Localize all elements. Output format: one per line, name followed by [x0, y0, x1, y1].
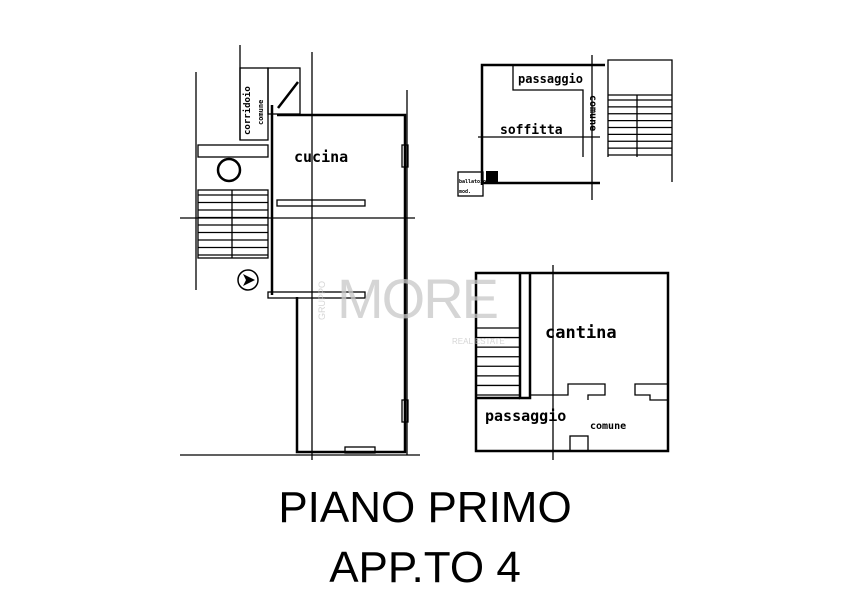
stair-diagonal [277, 81, 299, 109]
door [569, 435, 589, 452]
common-label: comune [587, 95, 598, 131]
staircase-bottom-right [476, 327, 520, 396]
watermark-brand: MORE [337, 267, 497, 330]
wall [634, 383, 668, 401]
flue [486, 171, 498, 183]
balcony-box [457, 171, 484, 197]
corridor-common-label: comune [257, 100, 265, 125]
passage-label: passaggio [518, 72, 583, 86]
passage-label: passaggio [485, 407, 566, 425]
watermark-sub: REAL ESTATE [452, 337, 505, 346]
wall [197, 144, 269, 158]
plan-left: cucina corridoio comune [180, 45, 420, 460]
partition-wall [267, 291, 366, 299]
window [401, 399, 409, 423]
caption-floor: PIANO PRIMO [278, 483, 572, 532]
partition-wall [276, 199, 366, 207]
corridor-box [239, 67, 269, 141]
wall [480, 63, 605, 185]
window [401, 144, 409, 168]
room-label-attic: soffitta [500, 123, 563, 138]
balcony-label: ballatoio [459, 179, 486, 185]
room-label-cellar: cantina [545, 323, 617, 343]
chimney-symbol [216, 157, 242, 183]
plan-top-right: passaggio soffitta comune ballatoio mod. [457, 55, 673, 200]
watermark-logo: GRUPPO MORE REAL ESTATE [317, 267, 505, 346]
watermark-small: GRUPPO [317, 281, 327, 320]
wall [277, 113, 407, 454]
passage-wall [512, 65, 584, 157]
staircase-top-right [607, 59, 673, 182]
entrance-arrow-icon [237, 269, 259, 291]
common-label: comune [590, 421, 626, 432]
corridor-label: corridoio [242, 86, 253, 135]
wall [518, 273, 532, 400]
wall [530, 383, 606, 400]
window [344, 446, 376, 454]
staircase-left [197, 189, 269, 259]
plan-bottom-right: cantina passaggio comune [474, 265, 670, 460]
caption-apartment: APP.TO 4 [329, 543, 521, 592]
room-label-kitchen: cucina [294, 148, 348, 166]
balcony-label-2: mod. [459, 189, 471, 195]
